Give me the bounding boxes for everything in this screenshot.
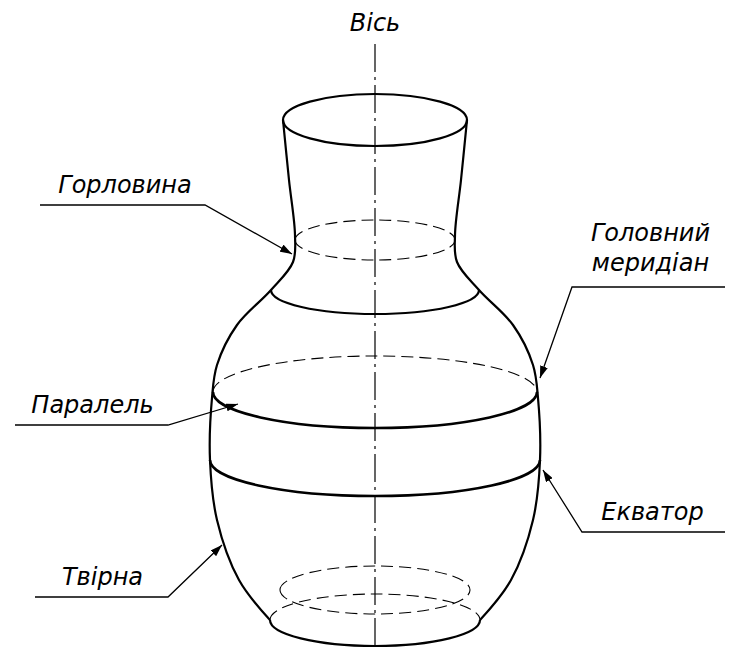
parallel-circle <box>213 356 537 392</box>
vase-surface <box>210 94 541 646</box>
parallel-circle <box>270 620 480 646</box>
parallel-circle <box>283 120 467 146</box>
axis-label: Вісь <box>325 8 425 38</box>
parallel-circle <box>280 566 470 590</box>
parallel-circle <box>283 94 467 120</box>
parallel-circle <box>295 240 455 260</box>
outline-generatrix <box>210 120 296 620</box>
main-meridian-label: Головний меридіан <box>578 218 723 278</box>
leader-line <box>543 470 725 532</box>
leader-line <box>540 287 725 378</box>
outline-generatrix <box>455 120 541 620</box>
parallel-circle <box>271 290 479 314</box>
generatrix-label: Твірна <box>40 562 165 592</box>
parallel-circle <box>280 590 470 614</box>
leader-line <box>35 545 222 597</box>
neck-label: Горловина <box>45 170 205 200</box>
axis-line <box>374 44 375 648</box>
leader-line <box>40 205 292 254</box>
parallel-circle <box>270 594 480 620</box>
parallel-circle <box>295 220 455 240</box>
parallel-circle <box>210 460 540 496</box>
parallel-label: Паралель <box>20 390 165 420</box>
parallel-circle <box>213 392 537 428</box>
equator-label: Екватор <box>585 497 720 527</box>
leader-lines <box>15 205 725 597</box>
